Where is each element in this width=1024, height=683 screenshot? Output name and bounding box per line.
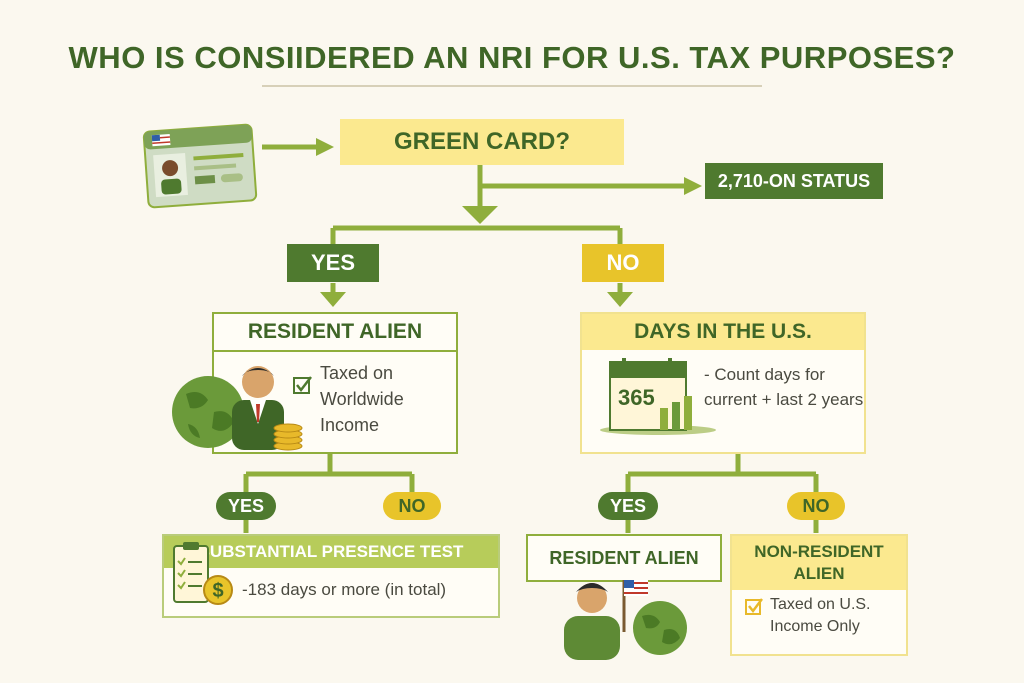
non-resident-heading-line: NON-RESIDENT [754,542,884,561]
right-yes-badge: YES [598,492,658,520]
days-heading: DAYS IN THE U.S. [582,314,864,350]
resident-text-line: Taxed on [320,363,394,383]
dollar-icon: $ [203,575,233,605]
checklist-icon [173,542,209,603]
no-badge: NO [582,244,664,282]
left-no-label: NO [398,495,426,516]
resident-text-line: Income [320,415,380,435]
svg-text:$: $ [212,580,223,602]
checkbox-icon [745,598,763,615]
us-flag-icon [624,580,648,596]
resident-bottom-heading: RESIDENT ALIEN [528,536,720,580]
coins-icon [273,423,303,451]
page-title: WHO IS CONSIIDERED AN NRI FOR U.S. TAX P… [68,40,956,75]
substantial-text: -183 days or more (in total) [242,580,447,599]
status-label: 2,710-ON STATUS [717,170,871,191]
substantial-heading: SUBSTANTIAL PRESENCE TEST [164,536,498,568]
calendar-number: 365 [618,385,655,410]
title-divider [262,85,762,87]
non-resident-text-line: Income Only [770,618,860,635]
checkbox-icon [293,376,312,394]
non-resident-heading-line: ALIEN [793,564,845,583]
id-card-icon [142,123,258,209]
no-label: NO [606,250,640,275]
resident-bottom-heading-text: RESIDENT ALIEN [549,547,699,568]
green-card-label: GREEN CARD? [393,128,570,155]
non-resident-alien-box: NON-RESIDENT ALIEN Taxed on U.S. Income … [730,534,908,656]
calendar-icon [600,358,716,435]
left-yes-badge: YES [216,492,276,520]
globe-icon [172,376,244,448]
resident-alien-text: Taxed on Worldwide Income [320,360,404,438]
businessman-icon [232,366,284,450]
status-box: 2,710-ON STATUS [705,163,883,199]
resident-alien-heading-text: RESIDENT ALIEN [247,320,423,343]
days-text: - Count days for current + last 2 years [704,362,863,412]
non-resident-heading: NON-RESIDENT ALIEN [732,536,906,590]
person-with-flag-icon [564,580,648,660]
yes-label: YES [310,250,356,275]
days-text-line: current + last 2 years [704,390,864,409]
resident-alien-heading: RESIDENT ALIEN [214,314,456,352]
yes-badge: YES [287,244,379,282]
right-yes-label: YES [609,495,647,516]
left-yes-label: YES [227,495,265,516]
non-resident-text-line: Taxed on U.S. [770,596,871,613]
days-heading-text: DAYS IN THE U.S. [634,320,812,343]
globe-icon [633,601,687,655]
right-no-label: NO [802,495,830,516]
substantial-heading-text: SUBSTANTIAL PRESENCE TEST [198,542,464,561]
resident-text-line: Worldwide [320,389,404,409]
resident-alien-bottom-box: RESIDENT ALIEN [526,534,722,582]
green-card-question: GREEN CARD? [340,119,624,165]
days-text-line: - Count days for [704,365,825,384]
right-no-badge: NO [787,492,845,520]
left-no-badge: NO [383,492,441,520]
non-resident-text: Taxed on U.S. Income Only [770,594,871,638]
